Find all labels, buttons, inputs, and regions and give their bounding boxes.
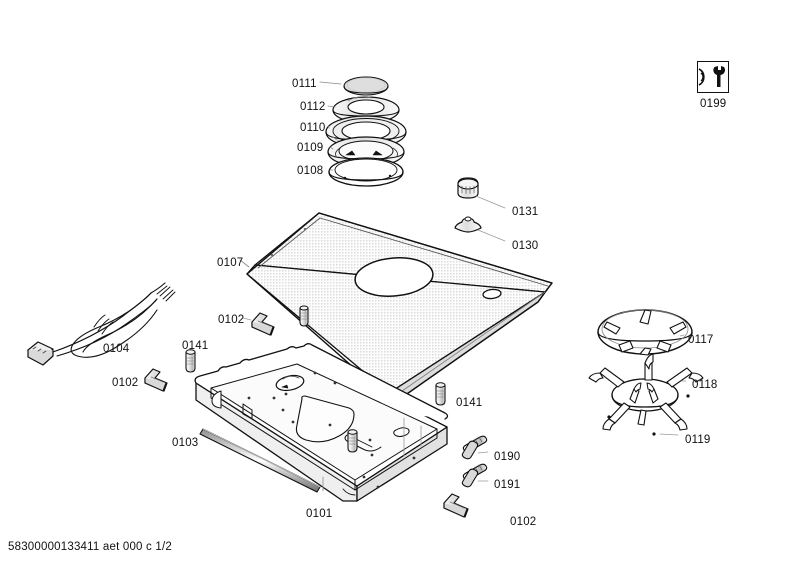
label-part-0190: 0190 bbox=[494, 451, 521, 463]
part-0131-gas-injector-nozzle bbox=[457, 177, 479, 199]
part-0107-hob-top-panel bbox=[246, 212, 553, 404]
label-part-0130: 0130 bbox=[512, 240, 539, 252]
part-0102-mounting-clip-b bbox=[144, 368, 168, 392]
part-0190-screw-long bbox=[461, 435, 488, 460]
label-part-0104: 0104 bbox=[103, 343, 130, 355]
part-0103-side-rail bbox=[199, 428, 321, 493]
part-0141-stud-bolt-a bbox=[185, 349, 196, 373]
label-part-0112: 0112 bbox=[300, 101, 326, 113]
part-0111-burner-cap bbox=[343, 76, 389, 96]
grate-foot-dot-right bbox=[686, 394, 690, 398]
part-0104-power-cord bbox=[27, 282, 176, 366]
part-0191-screw-short bbox=[461, 463, 488, 488]
label-part-0101: 0101 bbox=[306, 508, 333, 520]
label-part-0107: 0107 bbox=[217, 257, 244, 269]
label-part-0110: 0110 bbox=[300, 122, 326, 134]
legend-icon-box bbox=[697, 61, 729, 93]
part-0141-stud-bolt-b bbox=[435, 382, 446, 406]
label-part-0131: 0131 bbox=[512, 206, 539, 218]
label-part-0108: 0108 bbox=[297, 165, 324, 177]
grate-foot-dot-left bbox=[607, 415, 611, 419]
document-footer-code: 58300000133411 aet 000 c 1/2 bbox=[8, 541, 172, 553]
label-part-0109: 0109 bbox=[297, 142, 324, 154]
part-0141-stud-bolt-c bbox=[347, 429, 358, 453]
grate-foot-dot-front bbox=[652, 432, 656, 436]
label-part-0191: 0191 bbox=[494, 479, 521, 491]
label-part-0141-a: 0141 bbox=[182, 340, 209, 352]
part-0118-pan-support-grate bbox=[588, 353, 704, 431]
part-0102-mounting-clip-a bbox=[251, 312, 275, 336]
part-0117-pan-support-ring bbox=[597, 309, 693, 356]
part-0130-injector-holder bbox=[454, 216, 482, 233]
part-0102-mounting-clip-c bbox=[443, 493, 469, 518]
hob-wrench-icon bbox=[698, 62, 727, 91]
part-0141-stud-bolt-plate bbox=[299, 305, 309, 327]
label-part-0102-b: 0102 bbox=[112, 377, 139, 389]
label-0199: 0199 bbox=[700, 98, 727, 110]
part-0101-hob-base-tray bbox=[194, 343, 449, 502]
label-part-0119: 0119 bbox=[685, 434, 711, 446]
label-part-0102-c: 0102 bbox=[510, 516, 537, 528]
label-part-0117: 0117 bbox=[688, 334, 714, 346]
burner-assembly-group bbox=[319, 76, 407, 187]
part-0108-burner-base-ring bbox=[328, 157, 404, 187]
label-part-0141-b: 0141 bbox=[456, 397, 483, 409]
label-part-0102-a: 0102 bbox=[218, 314, 245, 326]
label-part-0118: 0118 bbox=[692, 379, 718, 391]
label-part-0103: 0103 bbox=[172, 437, 199, 449]
part-0112-burner-ring-upper bbox=[332, 96, 400, 124]
label-part-0111: 0111 bbox=[292, 78, 317, 90]
